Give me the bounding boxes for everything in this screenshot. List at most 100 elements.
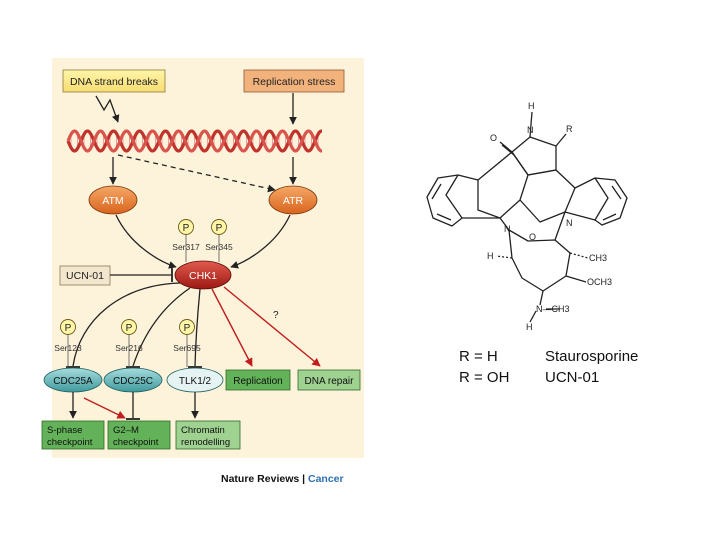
methoxy-bond — [565, 275, 587, 283]
legend-r-h: R = H — [459, 348, 498, 365]
amine-bond — [539, 290, 544, 306]
atom-n-left: N — [504, 224, 511, 234]
double-bond — [611, 185, 622, 200]
left-benzene — [426, 174, 463, 227]
legend-staurosporine: Staurosporine — [545, 348, 638, 365]
red-arrow-chk1-to-replication — [211, 288, 253, 367]
chromatin-line1: Chromatin — [181, 425, 225, 436]
sugar-ring — [508, 229, 571, 292]
dna-repair-label: DNA repair — [305, 376, 355, 387]
cdc25c-label: CDC25C — [113, 376, 153, 387]
dna-breaks-box — [62, 69, 166, 93]
dna-helix-icon — [66, 129, 322, 153]
h-bond — [495, 255, 513, 259]
central-benzene-right — [519, 169, 576, 223]
nh-bond — [529, 111, 533, 138]
double-bond — [436, 213, 452, 221]
phospho-p-label: P — [216, 223, 223, 234]
site-label-ser345: Ser345 — [205, 242, 233, 252]
dna-repair-box — [297, 369, 361, 391]
cdc25a-label: CDC25A — [53, 376, 93, 387]
atom-n-lactam: N — [527, 125, 534, 135]
red-arrow-cdc25a-to-g2m — [83, 397, 126, 419]
bridge-bond — [499, 217, 510, 231]
s-phase-line1: S-phase — [47, 425, 82, 436]
phospho-icon-ser216 — [121, 319, 137, 335]
phospho-p-label: P — [126, 323, 133, 334]
pathway-panel: DNA strand breaks Replication stress ATM… — [41, 58, 364, 458]
chk1-label: CHK1 — [189, 270, 217, 282]
phospho-p-label: P — [184, 323, 191, 334]
replication-box — [225, 369, 291, 391]
atom-h-top: H — [528, 101, 535, 111]
lightning-bolt-icon — [95, 95, 120, 123]
g2m-line1: G2–M — [113, 425, 139, 436]
double-bond — [602, 213, 617, 221]
right-benzene — [594, 177, 628, 226]
right-pyrrole — [564, 177, 609, 221]
carbonyl-bond — [499, 141, 513, 153]
atom-o-sugar: O — [529, 232, 536, 242]
s-phase-line2: checkpoint — [47, 437, 93, 448]
ucn01-label: UCN-01 — [66, 270, 104, 282]
inhibition-chk1-to-tlk — [194, 288, 201, 367]
chk1-node — [174, 260, 232, 290]
site-label-ser123: Ser123 — [54, 343, 82, 353]
lactam-ring — [511, 136, 557, 176]
question-mark: ? — [273, 310, 279, 321]
g2m-line2: checkpoint — [113, 437, 159, 448]
central-benzene — [477, 151, 529, 219]
nr-bond — [555, 133, 567, 147]
atr-node — [268, 185, 318, 215]
s-phase-checkpoint-box — [41, 420, 105, 450]
atom-o-carbonyl: O — [490, 133, 497, 143]
dna-strand — [66, 129, 322, 153]
phospho-icon-ser123 — [60, 319, 76, 335]
chromatin-remodelling-box — [175, 420, 241, 450]
chromatin-line2: remodelling — [181, 437, 230, 448]
atom-och3: OCH3 — [587, 277, 612, 287]
structure-legend: R = H Staurosporine R = OH UCN-01 — [459, 348, 638, 386]
methyl-bond — [569, 252, 589, 259]
panel-background — [52, 58, 364, 458]
atom-n-methylamine: N—CH3 — [536, 304, 570, 314]
phospho-p-label: P — [65, 323, 72, 334]
atom-ch3: CH3 — [589, 253, 607, 263]
staurosporine-structure — [426, 111, 628, 323]
carbonyl-bond — [501, 144, 515, 156]
replication-stress-box — [243, 69, 345, 93]
bridge-bond — [554, 211, 566, 241]
atm-label: ATM — [102, 195, 123, 207]
atr-label: ATR — [283, 195, 304, 207]
phospho-icon-ser345 — [211, 219, 227, 235]
atom-h-bottom: H — [526, 322, 533, 332]
arrow-atm-to-chk1 — [115, 214, 177, 269]
arrow-atr-to-chk1 — [230, 214, 291, 269]
site-label-ser216: Ser216 — [115, 343, 143, 353]
dna-breaks-label: DNA strand breaks — [70, 76, 158, 88]
inhibition-chk1-to-cdc25a — [72, 282, 181, 367]
phospho-icon-ser317 — [178, 219, 194, 235]
dna-strand — [66, 129, 322, 153]
double-bond — [431, 183, 442, 200]
nh-bond-lower — [529, 310, 537, 323]
legend-r-oh: R = OH — [459, 369, 509, 386]
atom-h-left: H — [487, 251, 494, 261]
left-pyrrole — [445, 174, 500, 219]
red-arrow-chk1-to-dna-repair — [223, 286, 321, 367]
journal-credit: Nature Reviews | Cancer — [221, 473, 344, 485]
g2m-checkpoint-box — [107, 420, 171, 450]
legend-ucn01: UCN-01 — [545, 369, 599, 386]
atom-r: R — [566, 124, 573, 134]
replication-stress-label: Replication stress — [253, 76, 336, 88]
phospho-p-label: P — [183, 223, 190, 234]
atm-node — [88, 185, 138, 215]
replication-label: Replication — [233, 376, 282, 387]
structure-atom-labels: H N O R N O N H CH3 OCH3 N—CH3 H — [487, 101, 612, 332]
site-label-ser317: Ser317 — [172, 242, 200, 252]
inhibition-chk1-to-cdc25c — [132, 287, 191, 367]
tlk-label: TLK1/2 — [179, 376, 212, 387]
atom-n-right: N — [566, 218, 573, 228]
site-label-ser695: Ser695 — [173, 343, 201, 353]
